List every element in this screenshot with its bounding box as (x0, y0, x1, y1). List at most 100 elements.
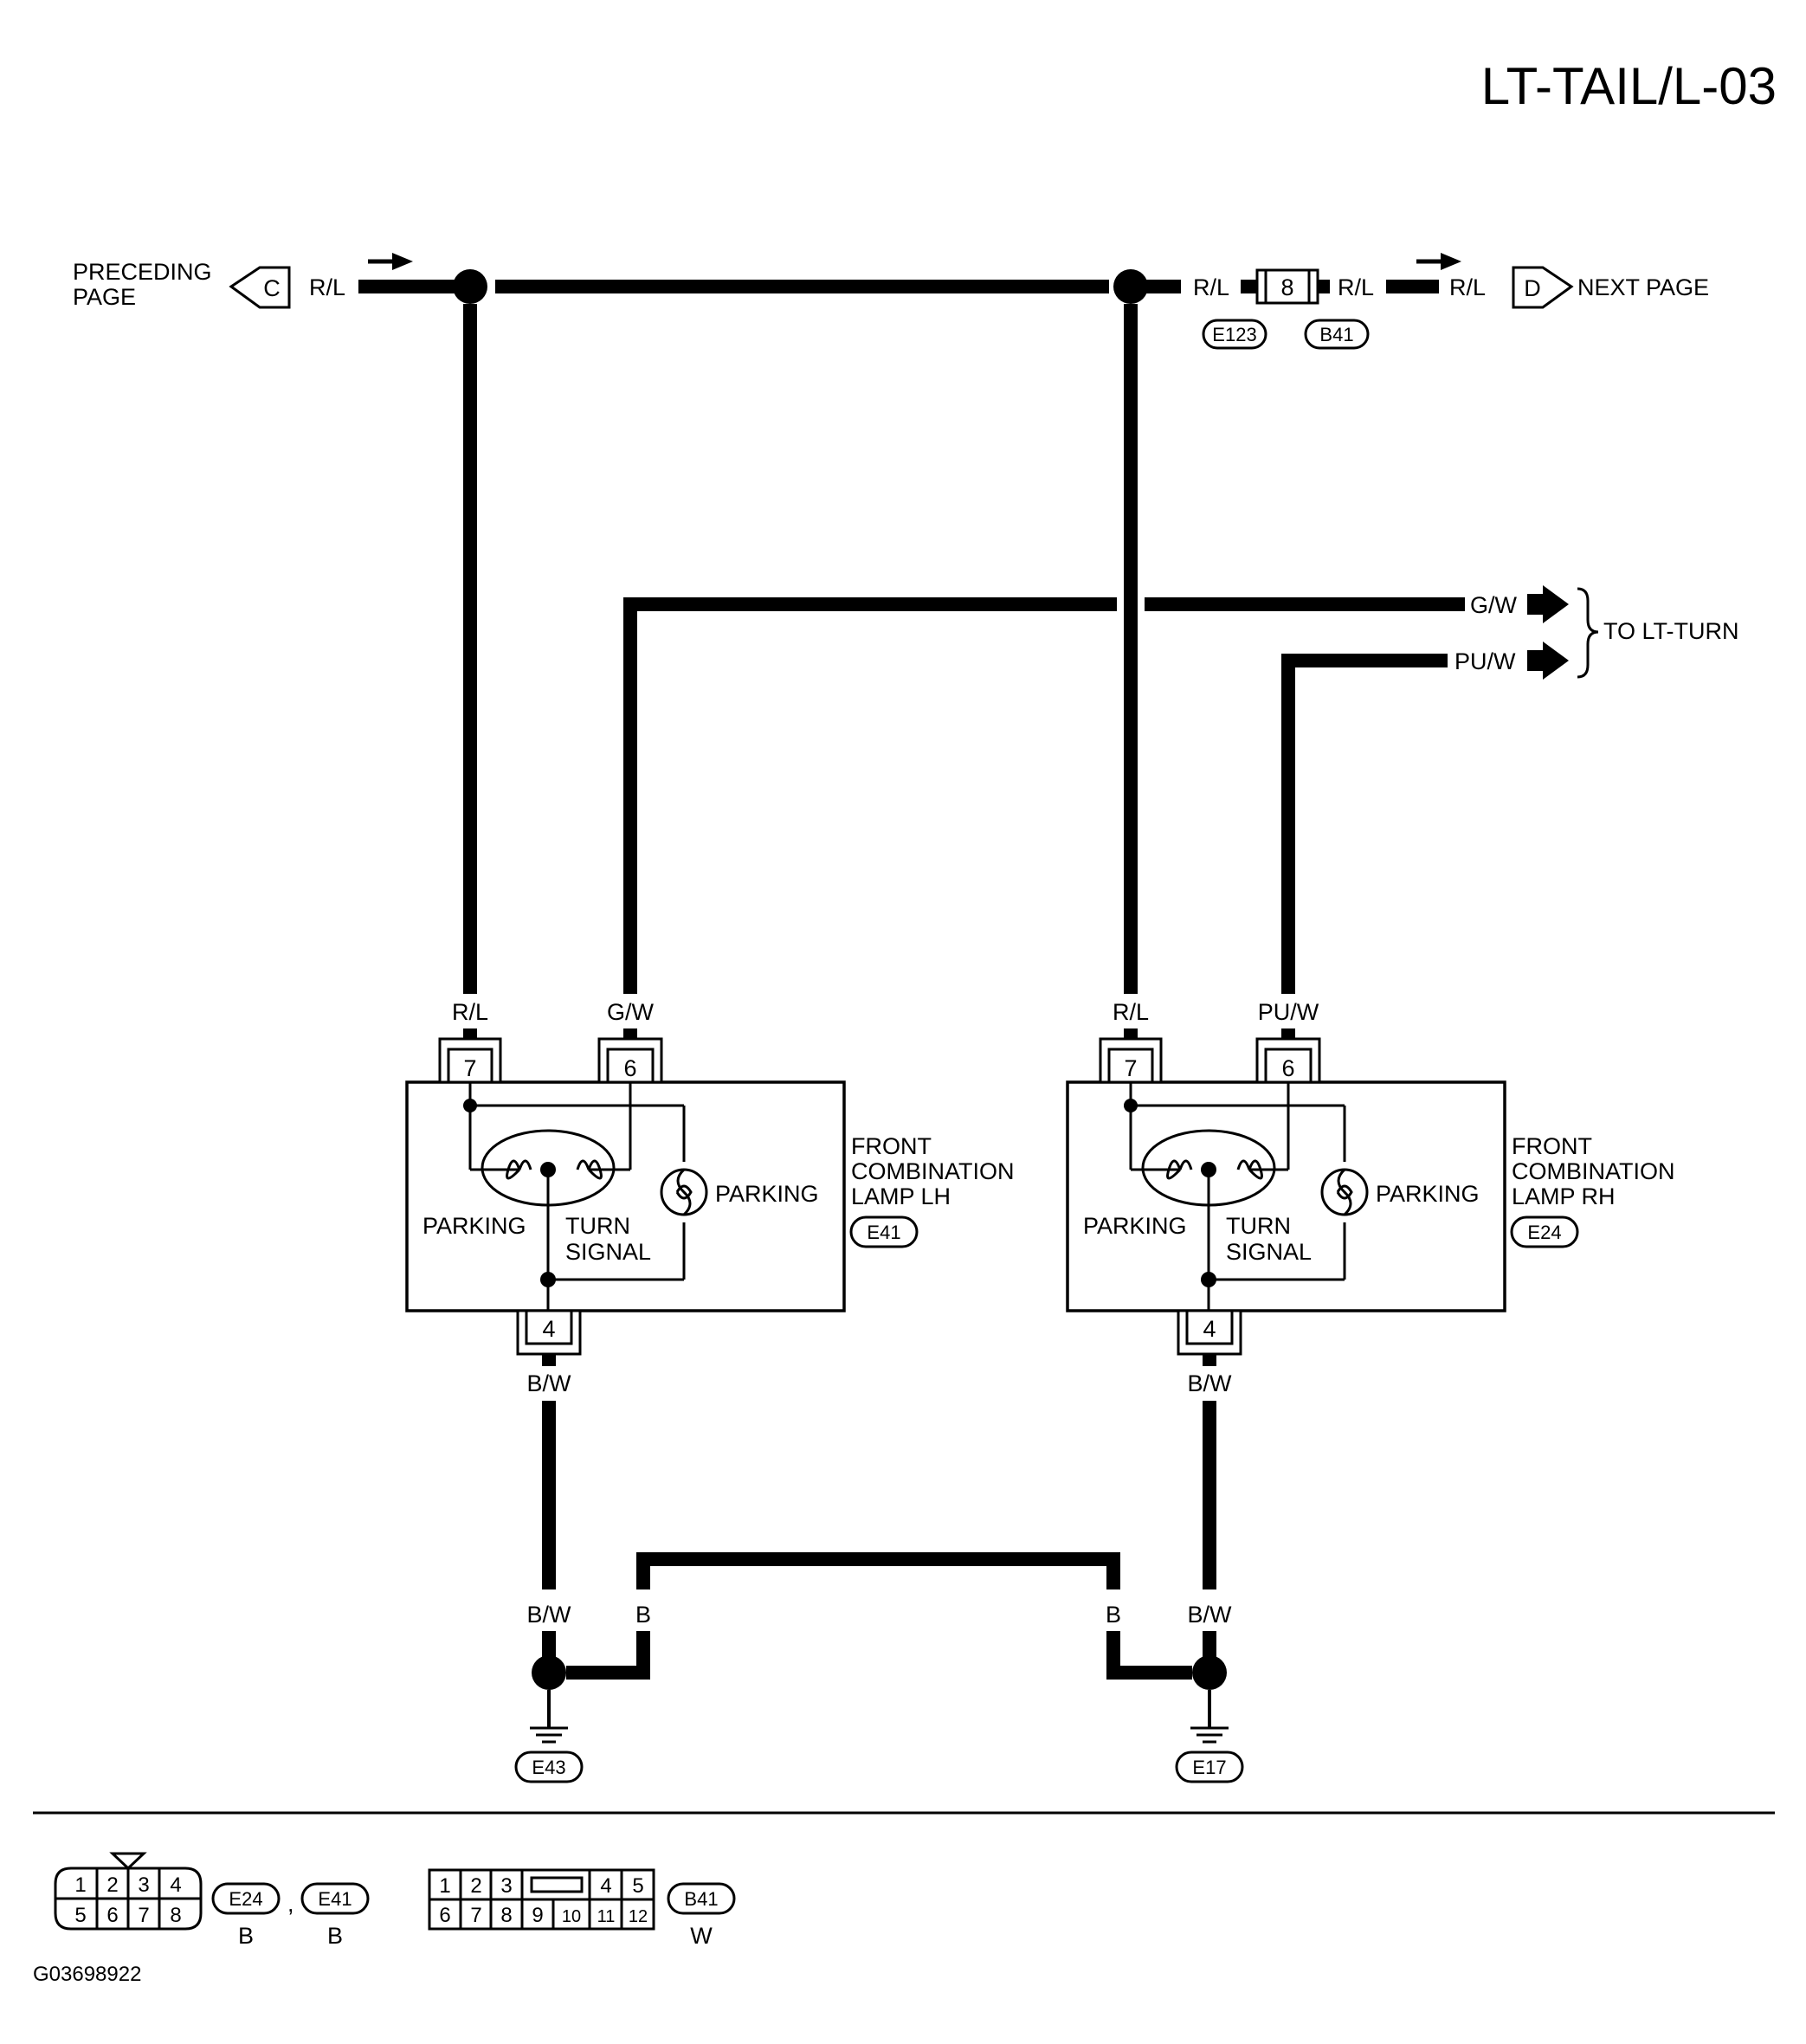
lamp-rh-wire-bw-label: B/W (1188, 1370, 1233, 1396)
off-page-connector-d (1512, 266, 1574, 309)
conn12-pin-8: 8 (500, 1904, 512, 1927)
wire-label-rl-preceding: R/L (309, 274, 345, 300)
lamp-rh-code-oval (1510, 1215, 1579, 1248)
connector-d-letter: D (1524, 275, 1541, 301)
lamp-rh-wire-puw-label: PU/W (1258, 999, 1319, 1025)
ground-rh-code: E17 (1192, 1757, 1226, 1778)
wire-gw (623, 597, 1117, 994)
ground-lh-wire-b-label: B (635, 1602, 651, 1628)
lamp-rh-turn-label: TURN (1226, 1213, 1291, 1239)
lamp-rh-pin6-connector (1255, 1037, 1321, 1084)
connector-code-b41: B41 (1319, 324, 1353, 345)
lamp-lh-parking-right-label: PARKING (715, 1181, 819, 1207)
wire-label-gw-lt-turn: G/W (1470, 592, 1518, 618)
legend-e24-oval (211, 1882, 281, 1915)
wire-b-rh-lower (1106, 1631, 1192, 1680)
ground-lh-icon (530, 1690, 568, 1744)
legend-b41-oval (667, 1882, 736, 1915)
lamp-lh-pin4-connector (516, 1309, 582, 1356)
conn12-pin-7: 7 (470, 1904, 481, 1927)
lamp-lh-pin7-connector (438, 1037, 502, 1084)
conn12-pin-3: 3 (500, 1874, 512, 1898)
connector-code-e123-oval (1202, 319, 1267, 350)
connector-8 (1255, 268, 1319, 305)
connector-8-pin: 8 (1280, 274, 1293, 300)
conn8-pin-7: 7 (138, 1904, 149, 1927)
lamp-rh-name-1: FRONT (1512, 1133, 1592, 1159)
lamp-lh-parking-bulb-icon (660, 1168, 708, 1216)
lamp-rh-pin4: 4 (1203, 1316, 1216, 1342)
splice-rh (1113, 269, 1148, 304)
next-page-label: NEXT PAGE (1577, 274, 1709, 300)
lamp-rh-box (1066, 1080, 1506, 1312)
conn8-pin-8: 8 (170, 1904, 181, 1927)
splice-lh (453, 269, 487, 304)
legend-e41-oval (300, 1882, 370, 1915)
to-lt-turn-brace (1577, 587, 1599, 679)
lamp-rh-parking-right-label: PARKING (1376, 1181, 1480, 1207)
conn8-pin-1: 1 (74, 1873, 86, 1897)
conn12-pin-5: 5 (632, 1874, 643, 1898)
lamp-rh-dual-bulb-icon (1141, 1129, 1276, 1207)
legend-e41-code: E41 (318, 1888, 352, 1910)
lamp-rh-name-2: COMBINATION (1512, 1158, 1675, 1184)
legend-connector-12pin (428, 1868, 655, 1931)
legend-separator: , (287, 1891, 294, 1917)
lamp-rh-parking-bulb-icon (1320, 1168, 1369, 1216)
lamp-rh-internal-circuit (1124, 1082, 1346, 1332)
lamp-lh-wire-rl-label: R/L (452, 999, 488, 1025)
lamp-lh-name-3: LAMP LH (851, 1183, 951, 1209)
lamp-lh-code: E41 (867, 1222, 900, 1243)
wire-label-rl-e123: R/L (1193, 274, 1229, 300)
lamp-lh-wire-gw-label: G/W (607, 999, 655, 1025)
conn12-pin-12: 12 (629, 1907, 648, 1926)
legend-b41-color: W (690, 1923, 713, 1949)
conn12-pin-1: 1 (439, 1874, 450, 1898)
lamp-lh-signal-label: SIGNAL (565, 1239, 651, 1265)
preceding-page-label: PRECEDING (73, 259, 212, 285)
ground-rh-wire-bw-label: B/W (1188, 1602, 1233, 1628)
arrow-gw-icon (1527, 585, 1569, 623)
legend-b41-code: B41 (684, 1888, 718, 1910)
lamp-rh-pin6: 6 (1281, 1055, 1294, 1081)
conn8-pin-4: 4 (170, 1873, 181, 1897)
ground-rh-code-oval (1175, 1751, 1244, 1783)
ground-lh-code-oval (514, 1751, 584, 1783)
lamp-rh-signal-label: SIGNAL (1226, 1239, 1312, 1265)
ground-rh-icon (1190, 1690, 1229, 1744)
lamp-lh-dual-bulb-icon (481, 1129, 616, 1207)
lamp-lh-pin7: 7 (463, 1055, 476, 1081)
wire-label-puw-lt-turn: PU/W (1454, 648, 1516, 674)
lamp-lh-internal-circuit (463, 1082, 686, 1332)
lamp-rh-pin7: 7 (1124, 1055, 1137, 1081)
legend-e41-color: B (327, 1923, 343, 1949)
lamp-rh-code: E24 (1527, 1222, 1561, 1243)
conn8-pin-2: 2 (106, 1873, 118, 1897)
legend-e24-code: E24 (229, 1888, 262, 1910)
lamp-lh-pin6: 6 (623, 1055, 636, 1081)
lamp-lh-pin4: 4 (542, 1316, 555, 1342)
arrow-puw-icon (1527, 642, 1569, 680)
lamp-rh-wire-rl-label: R/L (1113, 999, 1149, 1025)
ground-lh-wire-bw-label: B/W (527, 1602, 572, 1628)
ground-point-lh (532, 1655, 566, 1690)
wire-b-ground-tie (636, 1552, 1120, 1589)
lamp-lh-name-2: COMBINATION (851, 1158, 1015, 1184)
lamp-lh-box (405, 1080, 846, 1312)
conn8-pin-3: 3 (138, 1873, 149, 1897)
lamp-lh-parking-left-label: PARKING (422, 1213, 526, 1239)
lamp-lh-wire-bw-label: B/W (527, 1370, 572, 1396)
connector-code-b41-oval (1304, 319, 1370, 350)
preceding-page-label-2: PAGE (73, 284, 136, 310)
ground-lh-code: E43 (532, 1757, 565, 1778)
ground-point-rh (1192, 1655, 1227, 1690)
page-title: LT-TAIL/L-03 (1481, 57, 1777, 115)
wire-label-rl-b41: R/L (1338, 274, 1374, 300)
lamp-lh-turn-label: TURN (565, 1213, 630, 1239)
conn12-pin-11: 11 (597, 1907, 616, 1926)
conn8-pin-5: 5 (74, 1904, 86, 1927)
flow-arrow-icon-2 (1416, 253, 1461, 270)
lamp-rh-name-3: LAMP RH (1512, 1183, 1616, 1209)
lamp-lh-code-oval (849, 1215, 919, 1248)
